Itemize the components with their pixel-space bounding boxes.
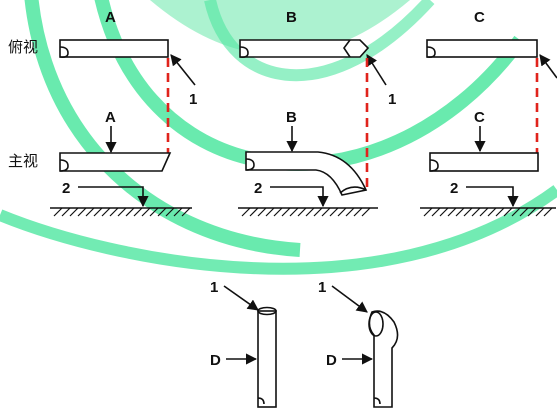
- column-b: B 1 B 2: [238, 9, 396, 217]
- pipe-c-front-view: [429, 152, 539, 172]
- pipe-a-top-view: [59, 39, 169, 58]
- vertical-pipe-straight: [257, 306, 277, 408]
- leader-arrow-2-a: [78, 186, 149, 208]
- pipe-c-top-view: [426, 39, 538, 58]
- vertical-pipe-bent: [368, 310, 399, 408]
- callout-d-right: D: [326, 352, 337, 369]
- column-a: A 1 A 2: [50, 9, 197, 217]
- col-a-top-label: A: [105, 9, 116, 26]
- pipe-a-front-view: [59, 152, 172, 172]
- bottom-right-pipe-group: 1 D: [318, 279, 399, 408]
- ground-c: [420, 207, 556, 217]
- bottom-left-pipe-group: 1 D: [210, 279, 277, 408]
- label-top-view: 俯视: [8, 38, 38, 56]
- callout-1-bottom-right: 1: [318, 279, 326, 296]
- column-c: C C 2: [420, 9, 557, 217]
- leader-arrow-1-bottom-right: [331, 285, 368, 313]
- col-a-front-label: A: [105, 109, 116, 126]
- leader-arrow-2-c: [466, 186, 519, 208]
- pipe-b-front-view-bent: [245, 151, 368, 196]
- ground-b: [238, 207, 378, 217]
- callout-d-left: D: [210, 352, 221, 369]
- callout-1-a: 1: [189, 91, 197, 108]
- callout-2-b: 2: [254, 180, 262, 197]
- callout-2-a: 2: [62, 180, 70, 197]
- leader-arrow-1-a: [170, 54, 196, 86]
- label-front-view: 主视: [8, 152, 38, 170]
- col-c-top-label: C: [474, 9, 485, 26]
- leader-arrow-1-c: [539, 54, 557, 79]
- callout-1-b: 1: [388, 91, 396, 108]
- col-c-front-label: C: [474, 109, 485, 126]
- ground-a: [50, 207, 192, 217]
- leader-arrow-2-b: [270, 186, 329, 208]
- callout-2-c: 2: [450, 180, 458, 197]
- col-b-front-label: B: [286, 109, 297, 126]
- col-b-top-label: B: [286, 9, 297, 26]
- pipe-b-top-view: [239, 39, 370, 58]
- leader-arrow-1-bottom-left: [223, 285, 259, 311]
- callout-1-bottom-left: 1: [210, 279, 218, 296]
- leader-arrow-1-b: [366, 54, 387, 86]
